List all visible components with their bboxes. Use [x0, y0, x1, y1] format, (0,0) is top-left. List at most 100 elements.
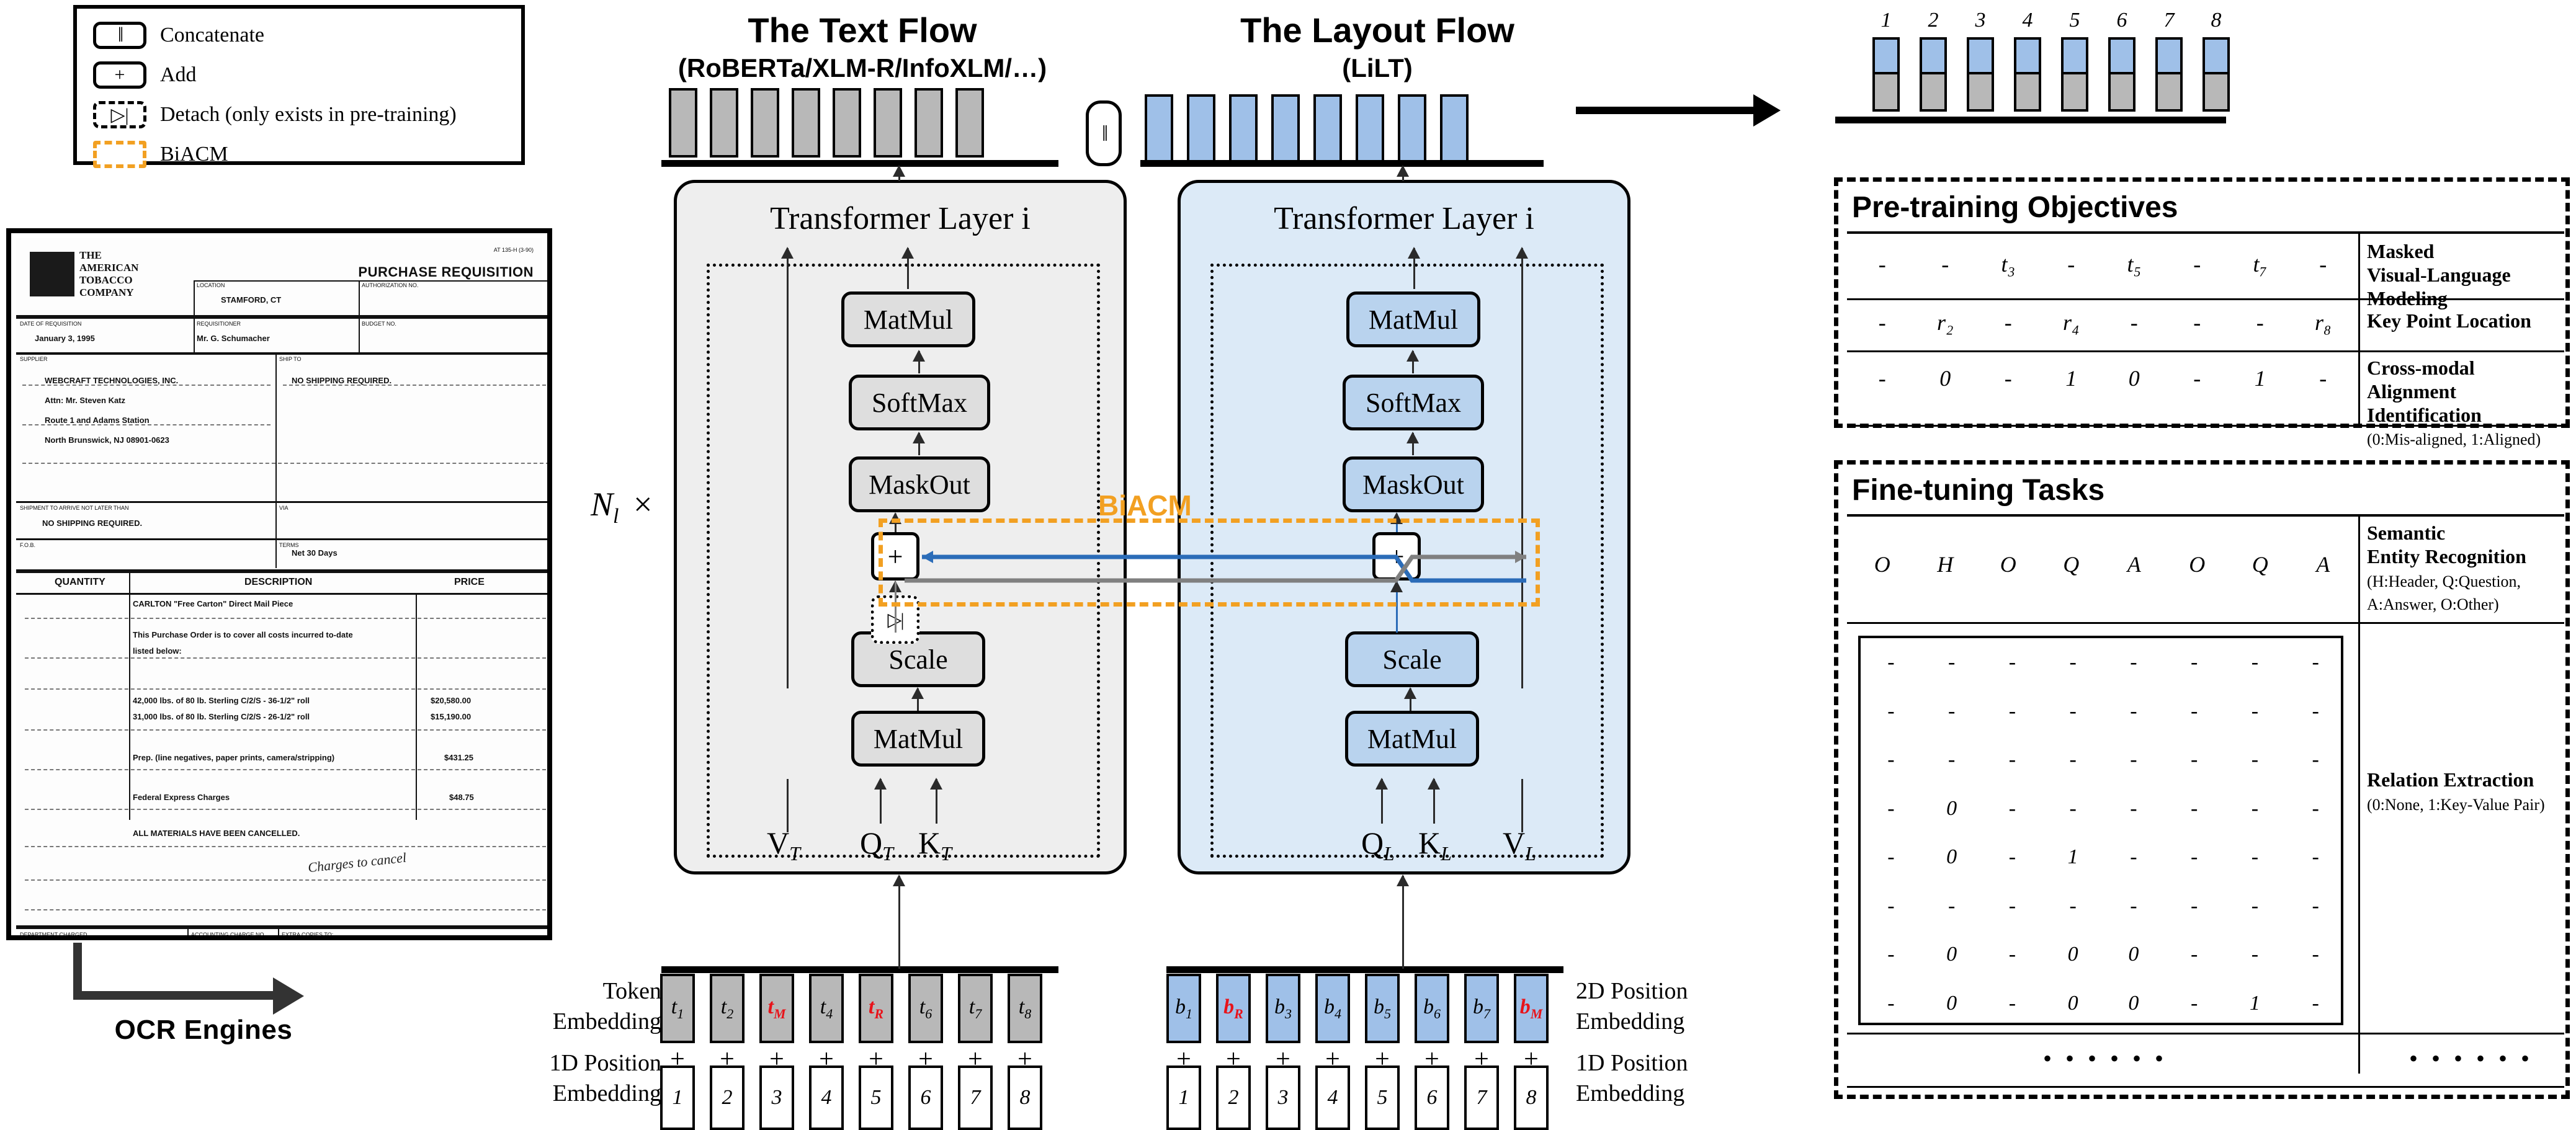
output-index-label: 5 — [2069, 9, 2080, 32]
layout-arrow-scale-add — [1390, 581, 1403, 592]
field-key-requisitioner: REQUISITIONER — [197, 321, 241, 327]
output-bar-blue — [2108, 37, 2135, 73]
layout-input-K: KL — [1418, 825, 1452, 865]
text-token-cell: t2 — [710, 974, 745, 1043]
table-row: Prep. (line negatives, paper prints, cam… — [133, 753, 335, 762]
legend-label-concatenate: Concatenate — [160, 24, 265, 47]
output-token-cell — [751, 88, 779, 158]
concatenate-glyph: ‖ — [117, 24, 123, 47]
text-1d-position-label: 1D Position Embedding — [549, 1050, 661, 1107]
finetuning-task-ser: Semantic Entity Recognition (H:Header, Q… — [2367, 522, 2526, 614]
biacm-gray-path — [905, 554, 1526, 583]
pretraining-cell: - — [2256, 310, 2264, 335]
relation-matrix-cell: - — [1948, 651, 1956, 674]
layout-token-cell: b3 — [1266, 974, 1300, 1043]
layout-1d-position-label: 1D Position Embedding — [1576, 1050, 1688, 1107]
text-arrow-maskout-softmax — [913, 432, 925, 455]
document-paper: THE AMERICAN TOBACCO COMPANY AT 135-H (3… — [16, 238, 547, 935]
relation-matrix-cell: - — [1887, 845, 1895, 869]
output-bars-baseline — [1835, 117, 2226, 123]
text-op-matmul-top: MatMul — [841, 291, 975, 347]
relation-matrix-cell: - — [2251, 699, 2259, 723]
pretraining-cell: 1 — [2254, 366, 2266, 391]
pretraining-cell: - — [2004, 310, 2012, 335]
output-bar-gray — [2155, 73, 2183, 112]
layout-op-softmax: SoftMax — [1343, 375, 1484, 430]
output-arrow-head — [1753, 94, 1781, 127]
pretraining-cell: - — [1878, 310, 1886, 335]
relation-matrix-cell: - — [2190, 845, 2198, 869]
field-value-location: STAMFORD, CT — [221, 295, 282, 305]
text-token-embedding-label: Token Embedding — [552, 978, 661, 1035]
output-token-cell — [669, 88, 697, 158]
output-token-cell — [915, 88, 943, 158]
table-header-quantity: QUANTITY — [55, 577, 105, 587]
table-cell-price: $15,190.00 — [431, 712, 472, 721]
relation-matrix-cell: - — [2069, 699, 2077, 723]
relation-matrix-cell: - — [2190, 651, 2198, 674]
text-embed-to-panel-arrow — [893, 874, 905, 886]
text-scale-to-add-line — [895, 582, 897, 633]
pretraining-row-cells-kpl: -r₂-r₄---r₈ — [1851, 309, 2355, 336]
table-row: Federal Express Charges — [133, 793, 230, 802]
output-layout-cell — [1356, 94, 1384, 164]
layout-embed-to-panel-arrow — [1397, 874, 1409, 886]
layout-flow-output-strip — [1145, 94, 1469, 164]
concatenate-node-glyph: ‖ — [1101, 121, 1108, 146]
pretraining-cell: - — [2193, 366, 2201, 391]
relation-matrix-cell: - — [1948, 894, 1956, 917]
pretraining-cell: 1 — [2065, 366, 2077, 391]
legend-item-detach: ▷| Detach (only exists in pre-training) — [93, 97, 521, 133]
table-header-description: DESCRIPTION — [244, 577, 313, 587]
ocr-engines-label: OCR Engines — [114, 1015, 293, 1045]
relation-matrix-cell: - — [1887, 796, 1895, 820]
text-op-matmul-bottom: MatMul — [851, 711, 985, 767]
layout-v-in-line — [1521, 779, 1523, 832]
layout-pos-cell: 6 — [1415, 1065, 1449, 1130]
biacm-blue-path — [922, 554, 1526, 583]
text-pos-cell: 2 — [710, 1065, 745, 1130]
layout-arrow-matmul-scale — [1404, 687, 1416, 711]
relation-matrix-cell: - — [2251, 894, 2259, 917]
layout-token-cell: bR — [1216, 974, 1251, 1043]
output-bar-gray — [2203, 73, 2230, 112]
relation-matrix-cell: 0 — [2128, 991, 2139, 1015]
layout-token-cell: bM — [1514, 974, 1549, 1043]
output-bar-blue — [1967, 37, 1994, 73]
relation-matrix-cell: 0 — [1946, 845, 1957, 869]
relation-matrix-cell: - — [2130, 651, 2137, 674]
relation-matrix-cell: - — [2008, 845, 2016, 869]
output-stacked-bar — [1967, 37, 1994, 112]
text-input-V: VT — [767, 825, 800, 865]
relation-matrix-cell: - — [2008, 991, 2016, 1015]
relation-matrix-cell: - — [2190, 796, 2198, 820]
output-token-cell — [710, 88, 738, 158]
pretraining-cell: 0 — [2128, 366, 2140, 391]
company-logo — [30, 252, 74, 296]
layout-value-arrow — [1516, 247, 1528, 259]
field-value-requisitioner: Mr. G. Schumacher — [197, 334, 270, 343]
pretraining-cell: - — [2319, 252, 2327, 277]
output-index-label: 7 — [2163, 9, 2175, 32]
legend-item-biacm: BiACM — [93, 136, 521, 172]
field-key-location: LOCATION — [197, 282, 225, 288]
concatenate-icon: ‖ — [93, 22, 146, 49]
output-bar-gray — [2061, 73, 2088, 112]
field-value-date-req: January 3, 1995 — [35, 334, 95, 343]
document-image: THE AMERICAN TOBACCO COMPANY AT 135-H (3… — [6, 228, 552, 940]
repeat-count-label: Nl × — [591, 486, 653, 528]
output-layout-cell — [1440, 94, 1469, 164]
field-key-budget: BUDGET NO. — [362, 321, 396, 327]
text-arrow-q-in — [874, 778, 887, 824]
relation-matrix-cell: 1 — [2067, 845, 2078, 869]
output-stacked-bar — [1872, 37, 1900, 112]
output-layout-cell — [1398, 94, 1426, 164]
text-pos-cell: 6 — [908, 1065, 943, 1130]
pretraining-task-mvlm: Masked Visual-Language Modeling — [2367, 240, 2511, 309]
table-cell-price: $431.25 — [444, 753, 473, 762]
document-title: PURCHASE REQUISITION — [358, 264, 534, 280]
relation-matrix-cell: - — [2130, 796, 2137, 820]
output-index-label: 6 — [2116, 9, 2127, 32]
text-pos-cell: 5 — [859, 1065, 893, 1130]
